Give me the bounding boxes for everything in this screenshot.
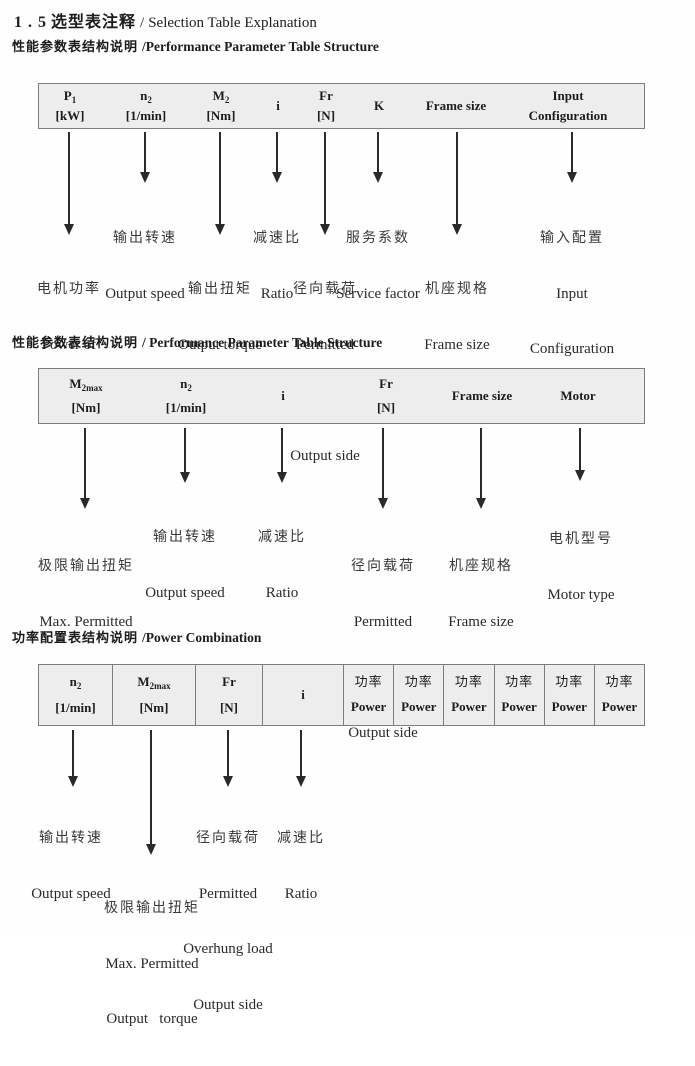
section1-heading-en: /Performance Parameter Table Structure: [142, 39, 379, 54]
section2-heading: 性能参数表结构说明 / Performance Parameter Table …: [12, 332, 382, 352]
down-arrow-icon: [300, 730, 302, 776]
header-cell-motor: Motor: [560, 387, 596, 403]
section3-heading: 功率配置表结构说明 /Power Combination: [12, 627, 261, 647]
down-arrow-icon: [150, 730, 152, 844]
title-english: Selection Table Explanation: [148, 15, 317, 31]
callout-output-speed: 输出转速 Output speed: [31, 830, 111, 902]
header-cell-frame-size: Frame size: [451, 387, 513, 403]
header-cell-k: K: [373, 97, 385, 113]
callout-motor-type: 电机型号 Motor type: [547, 531, 615, 603]
header-cell-fr: Fr[N]: [376, 376, 396, 415]
down-arrow-icon: [281, 428, 283, 472]
callout-service-factor: 服务系数 Service factor: [336, 230, 420, 302]
header-cell-p1: P1[kW]: [55, 88, 85, 123]
down-arrow-icon: [276, 132, 278, 172]
section-number: 1 . 5: [14, 14, 47, 31]
callout-frame-size: 机座规格 Frame size: [448, 558, 514, 630]
title-separator: /: [140, 15, 145, 31]
section1-table: P1[kW] n2[1/min] M2[Nm] i Fr[N] K Frame …: [38, 83, 645, 129]
down-arrow-icon: [579, 428, 581, 470]
section1-heading: 性能参数表结构说明 /Performance Parameter Table S…: [12, 36, 379, 56]
section3-heading-en: /Power Combination: [142, 630, 262, 645]
header-cell-i: i: [281, 387, 285, 403]
section1-heading-zh: 性能参数表结构说明: [12, 40, 139, 55]
down-arrow-icon: [72, 730, 74, 776]
header-cell-n2: n2[1/min]: [39, 665, 113, 725]
header-cell-m2max: M2max[Nm]: [69, 376, 103, 415]
down-arrow-icon: [571, 132, 573, 172]
down-arrow-icon: [84, 428, 86, 498]
callout-ratio: 减速比 Ratio: [258, 529, 306, 601]
document-page: 1 . 5 选型表注释 / Selection Table Explanatio…: [0, 0, 695, 931]
down-arrow-icon: [68, 132, 70, 224]
title-chinese: 选型表注释: [51, 12, 137, 31]
down-arrow-icon: [377, 132, 379, 172]
section2-heading-zh: 性能参数表结构说明: [12, 336, 139, 351]
header-cell-m2: M2[Nm]: [206, 88, 236, 123]
down-arrow-icon: [219, 132, 221, 224]
header-cell-fr: Fr[N]: [196, 665, 263, 725]
down-arrow-icon: [227, 730, 229, 776]
callout-frame-size: 机座规格 Frame size: [424, 281, 490, 353]
callout-output-torque: 输出扭矩 Output torque: [178, 281, 262, 353]
callout-overhung-load: 径向载荷 Permitted Overhung load Output side: [183, 830, 273, 1013]
callout-input-configuration: 输入配置 Input Configuration: [529, 230, 615, 357]
down-arrow-icon: [184, 428, 186, 472]
down-arrow-icon: [144, 132, 146, 172]
down-arrow-icon: [456, 132, 458, 224]
callout-overhung-load: 径向载荷 Permitted Overhung load Output side: [338, 558, 428, 741]
header-cell-i: i: [263, 665, 344, 725]
down-arrow-icon: [480, 428, 482, 498]
header-cell-n2: n2[1/min]: [165, 376, 207, 415]
down-arrow-icon: [382, 428, 384, 498]
page-title: 1 . 5 选型表注释 / Selection Table Explanatio…: [14, 8, 317, 32]
callout-output-speed: 输出转速 Output speed: [105, 230, 185, 302]
header-cell-i: i: [276, 97, 280, 113]
header-cell-n2: n2[1/min]: [125, 88, 167, 123]
header-cell-m2max: M2max[Nm]: [113, 665, 196, 725]
callout-ratio: 减速比 Ratio: [277, 830, 325, 902]
callout-output-speed: 输出转速 Output speed: [145, 529, 225, 601]
section3-heading-zh: 功率配置表结构说明: [12, 631, 139, 646]
section2-heading-en: / Performance Parameter Table Structure: [142, 335, 383, 350]
header-cell-fr: Fr[N]: [316, 88, 336, 123]
down-arrow-icon: [324, 132, 326, 224]
section2-table: M2max[Nm] n2[1/min] i Fr[N] Frame size M…: [38, 368, 645, 424]
header-cell-frame-size: Frame size: [425, 97, 487, 113]
callout-ratio: 减速比 Ratio: [253, 230, 301, 302]
